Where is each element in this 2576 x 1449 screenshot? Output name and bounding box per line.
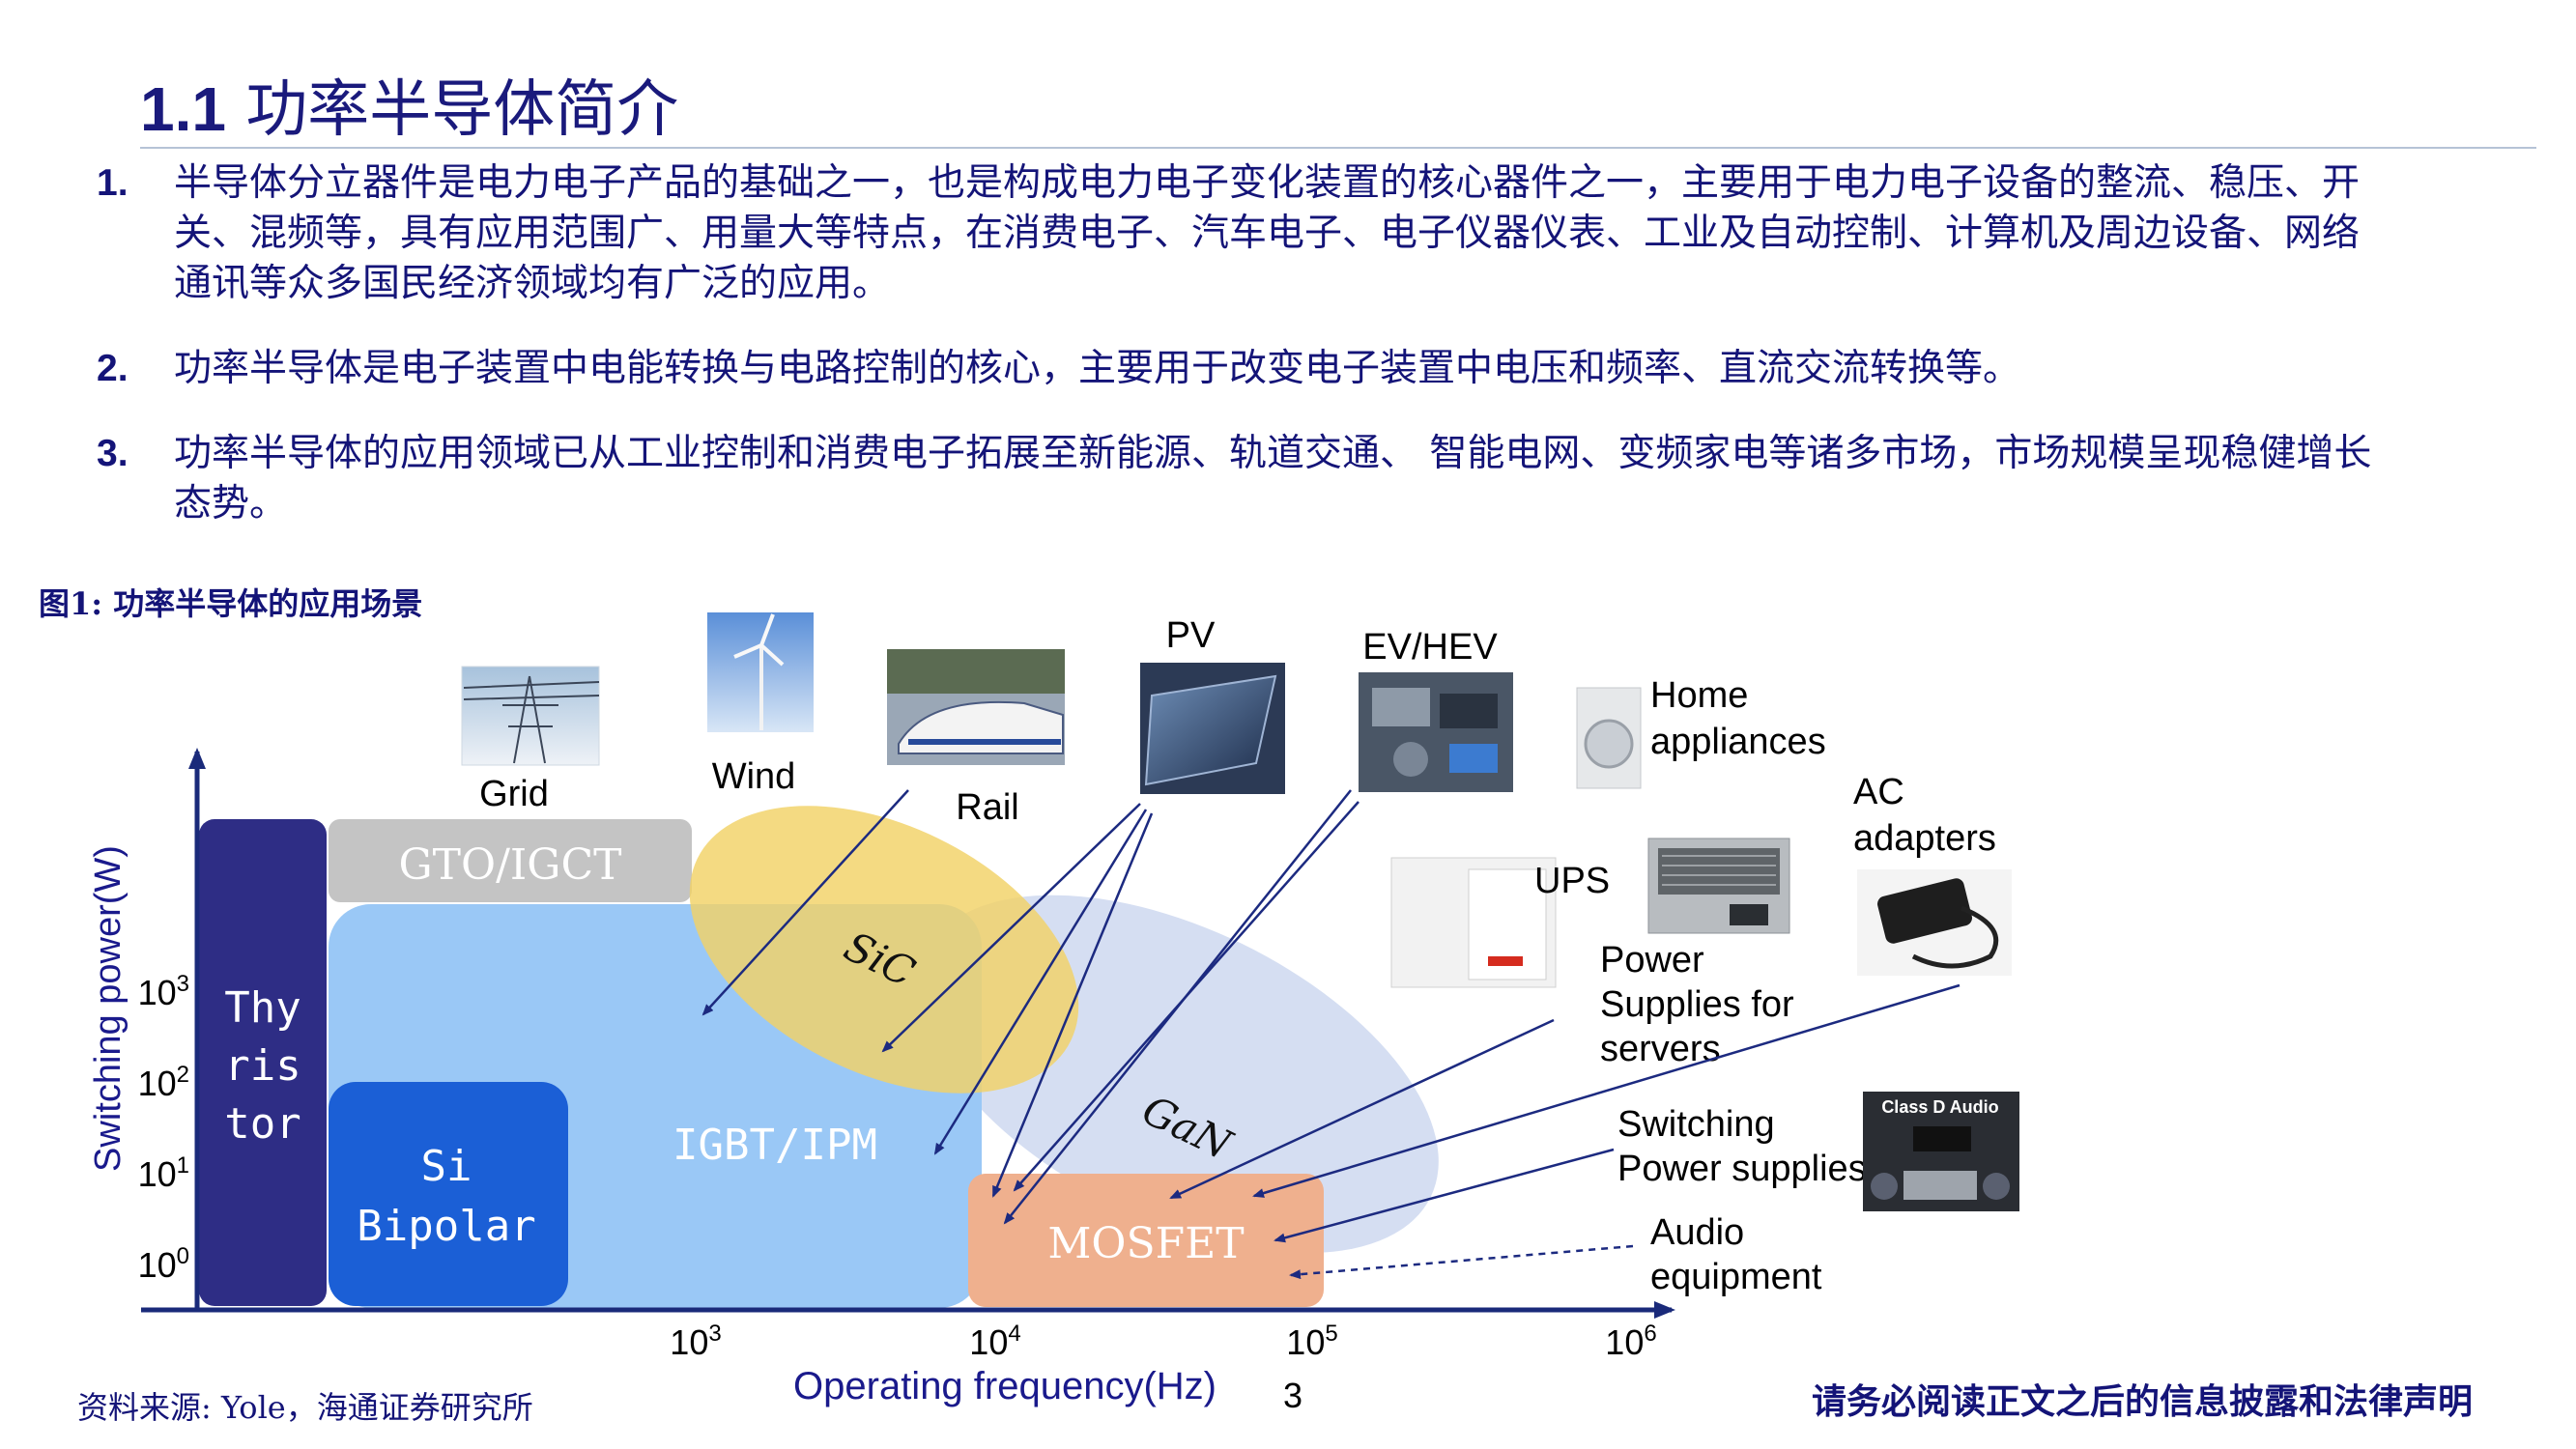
figure-caption: 图1: 功率半导体的应用场景: [39, 585, 423, 622]
arrow-ac-mosfet: [1252, 983, 1961, 1198]
mosfet-region: [968, 1174, 1324, 1307]
arrow-servers-gan: [1169, 1018, 1555, 1200]
arrow-pv-sic: [881, 803, 1141, 1053]
server-psu-image: [1647, 838, 1790, 934]
ev-hev-image: [1359, 672, 1513, 792]
section-number: 1.1: [140, 74, 226, 144]
home-label-2: appliances: [1650, 722, 1826, 762]
title-divider: [140, 147, 2536, 149]
gto-label: GTO/IGCT: [399, 840, 622, 890]
y-tick-1000: 103: [138, 971, 189, 1012]
thyristor-label-1: Thy: [224, 983, 301, 1033]
bullet-text: 半导体分立器件是电力电子产品的基础之一，也是构成电力电子变化装置的核心器件之一，…: [174, 161, 2361, 305]
ac-adapter-image: [1857, 869, 2012, 976]
ev-hev-label: EV/HEV: [1362, 627, 1498, 668]
bullet-number: 1.: [97, 162, 129, 204]
x-tick-1e4: 104: [969, 1321, 1020, 1362]
footer-source: 资料来源: Yole，海通证券研究所: [77, 1389, 533, 1426]
x-axis-label: Operating frequency(Hz): [793, 1365, 1216, 1407]
arrow-ev-mosfet-2: [1013, 801, 1360, 1192]
bullet-text: 功率半导体是电子装置中电能转换与电路控制的核心，主要用于改变电子装置中电压和频率…: [174, 347, 2021, 390]
audio-label-1: Audio: [1650, 1212, 1744, 1253]
y-tick-1: 100: [138, 1243, 189, 1285]
x-tick-1e5: 105: [1286, 1321, 1337, 1362]
power-servers-label-1: Power: [1600, 940, 1704, 980]
si-bipolar-label-2: Bipolar: [357, 1202, 535, 1251]
y-tick-10: 101: [138, 1152, 189, 1194]
home-appliances-image: [1576, 687, 1642, 789]
class-d-audio-image: Class D Audio: [1863, 1092, 2019, 1211]
bullet-item-1: 1. 半导体分立器件是电力电子产品的基础之一，也是构成电力电子变化装置的核心器件…: [97, 158, 2396, 309]
x-tick-1e6: 106: [1605, 1321, 1656, 1362]
ups-label: UPS: [1534, 861, 1610, 901]
arrow-rail-igbt: [701, 789, 909, 1016]
si-bipolar-label-1: Si: [421, 1142, 472, 1191]
gto-region: [329, 819, 692, 902]
bullet-item-2: 2. 功率半导体是电子装置中电能转换与电路控制的核心，主要用于改变电子装置中电压…: [97, 344, 2396, 394]
audio-label-2: equipment: [1650, 1257, 1822, 1297]
igbt-label: IGBT/IPM: [673, 1121, 877, 1170]
class-d-audio-label: Class D Audio: [1881, 1097, 1998, 1117]
switching-label-1: Switching: [1617, 1104, 1775, 1145]
grid-image: [461, 666, 600, 766]
sic-region: [689, 806, 1079, 1094]
wind-label: Wind: [712, 756, 796, 797]
thyristor-label-3: tor: [224, 1099, 301, 1149]
footer-disclaimer: 请务必阅读正文之后的信息披露和法律声明: [1812, 1381, 2474, 1422]
switching-label-2: Power supplies: [1617, 1149, 1867, 1189]
grid-label: Grid: [479, 774, 549, 814]
x-tick-1e3: 103: [670, 1321, 721, 1362]
thyristor-label-2: ris: [224, 1041, 301, 1091]
bullet-item-3: 3. 功率半导体的应用领域已从工业控制和消费电子拓展至新能源、轨道交通、 智能电…: [97, 429, 2396, 529]
rail-image: [887, 649, 1065, 765]
home-label-1: Home: [1650, 675, 1748, 716]
wind-image: [707, 612, 814, 732]
section-title: 功率半导体简介: [245, 74, 679, 146]
arrow-switching-mosfet: [1274, 1148, 1615, 1243]
mosfet-label: MOSFET: [1047, 1219, 1244, 1268]
ac-adapters-label-1: AC: [1853, 772, 1904, 812]
power-servers-label-2: Supplies for: [1600, 984, 1794, 1025]
y-axis-label: Switching power(W): [88, 845, 129, 1172]
y-tick-100: 102: [138, 1062, 189, 1103]
pv-image: [1140, 663, 1285, 794]
bullet-number: 2.: [97, 348, 129, 389]
ups-image: [1390, 857, 1557, 988]
page-title: 1.1 功率半导体简介: [140, 60, 678, 149]
bullet-text: 功率半导体的应用领域已从工业控制和消费电子拓展至新能源、轨道交通、 智能电网、变…: [174, 432, 2372, 526]
bullet-number: 3.: [97, 433, 129, 474]
ac-adapters-label-2: adapters: [1853, 818, 1996, 859]
pv-label: PV: [1166, 615, 1216, 656]
si-bipolar-region: [329, 1082, 568, 1306]
arrow-pv-igbt: [933, 809, 1148, 1155]
thyristor-region: [199, 819, 327, 1306]
rail-label: Rail: [956, 787, 1018, 828]
arrow-pv-mosfet: [991, 812, 1154, 1198]
page-number: 3: [1283, 1376, 1303, 1415]
